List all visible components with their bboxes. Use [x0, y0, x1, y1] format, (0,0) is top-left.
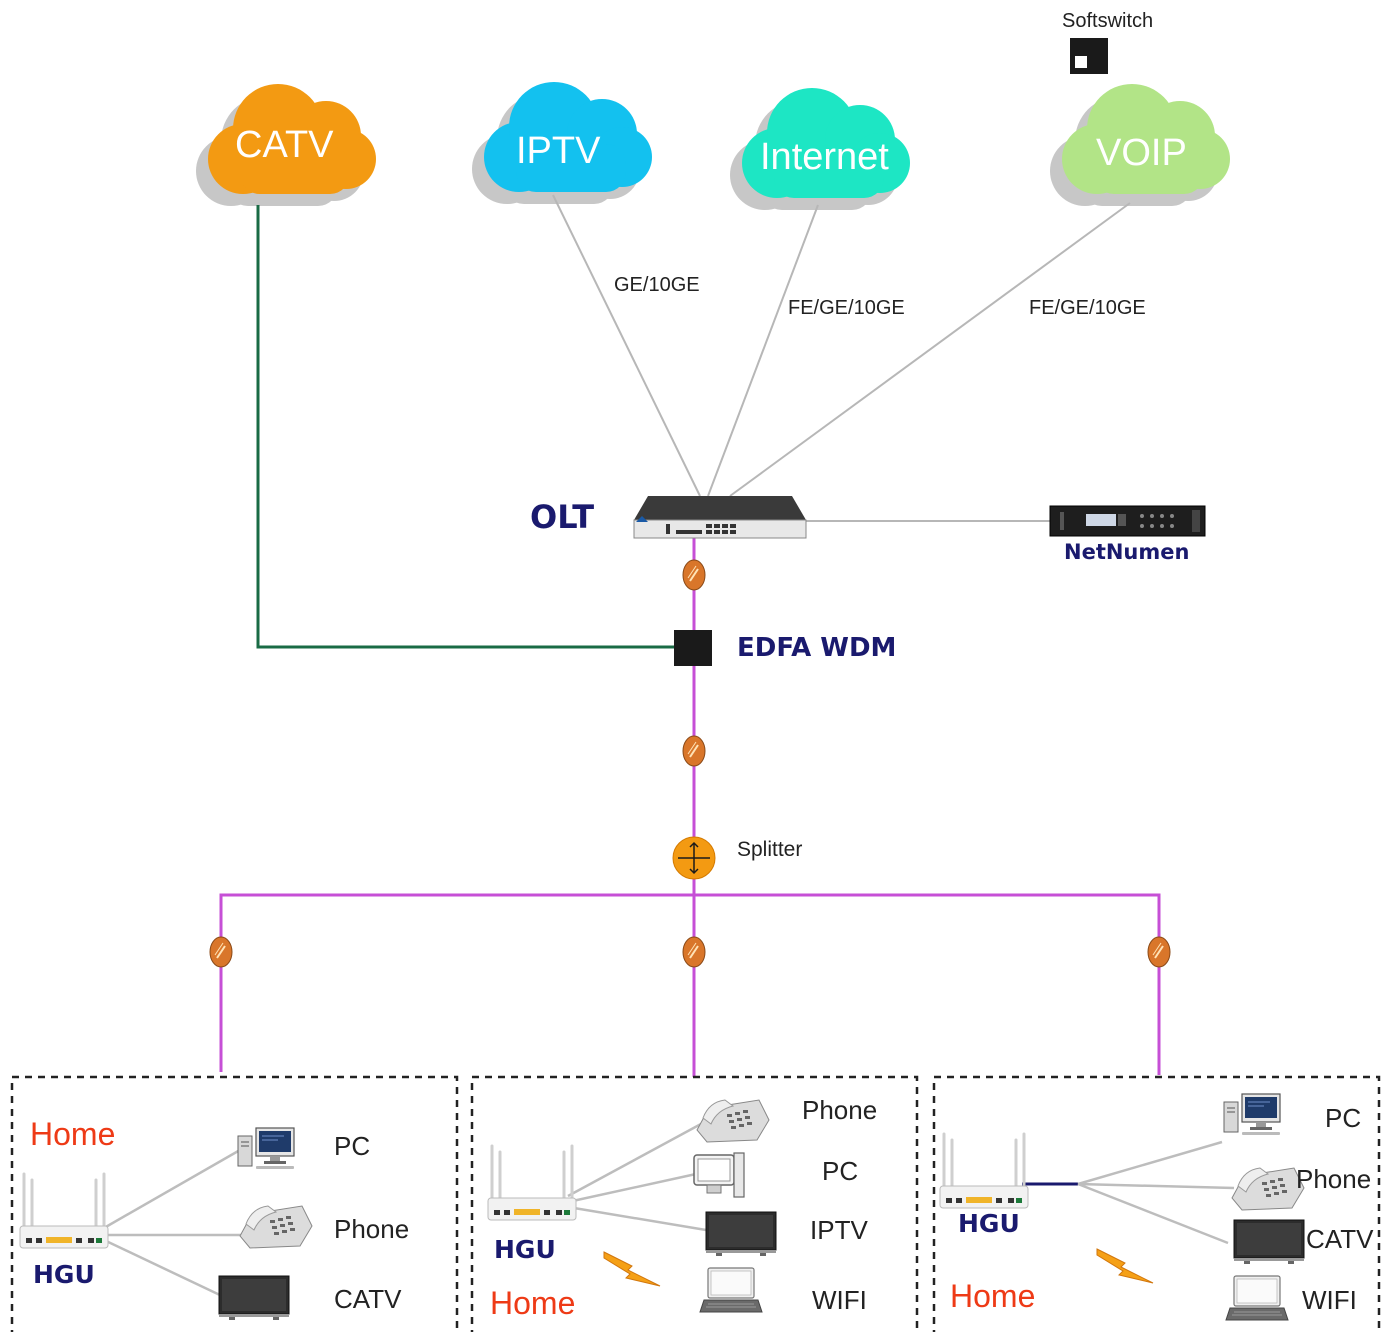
fiber-connector-icon — [682, 559, 706, 591]
home-2-device-label: WIFI — [812, 1285, 867, 1315]
voip-link-label: FE/GE/10GE — [1029, 297, 1146, 319]
hgu-router-icon — [18, 1172, 110, 1250]
laptop-icon — [1225, 1275, 1289, 1321]
desktop-pc-icon — [237, 1127, 295, 1170]
internet-link-label: FE/GE/10GE — [788, 297, 905, 319]
desktop-pc-icon — [1223, 1093, 1281, 1136]
iptv-cloud-label: IPTV — [516, 130, 601, 172]
monitor-pc-icon — [693, 1152, 745, 1198]
olt-device — [633, 496, 807, 539]
home-3-hgu-label: HGU — [958, 1209, 1020, 1238]
internet-link — [707, 204, 819, 497]
internet-cloud-label: Internet — [760, 136, 889, 178]
voip-cloud-label: VOIP — [1096, 132, 1187, 174]
desk-phone-icon — [696, 1099, 770, 1143]
softswitch-label: Softswitch — [1062, 10, 1154, 32]
home-1-box — [10, 1075, 459, 1332]
home-3-device-label: CATV — [1306, 1224, 1374, 1254]
netnumen-device — [1049, 505, 1206, 537]
tv-icon — [218, 1275, 290, 1321]
home-2-device-label: IPTV — [810, 1215, 868, 1245]
hgu-router-icon — [486, 1144, 578, 1222]
netnumen-label: NetNumen — [1064, 540, 1190, 564]
home-2-box — [470, 1075, 919, 1332]
home-3-box — [932, 1075, 1381, 1332]
fiber-connector-icon — [682, 936, 706, 968]
iptv-link — [552, 194, 701, 497]
desk-phone-icon — [239, 1205, 313, 1249]
iptv-link-label: GE/10GE — [614, 274, 700, 296]
home-1-device-label: Phone — [334, 1214, 410, 1244]
fiber-connector-icon — [209, 936, 233, 968]
home-3-device-label: PC — [1325, 1103, 1362, 1133]
hgu-router-icon — [938, 1132, 1030, 1210]
edfa-wdm-device — [674, 630, 712, 666]
laptop-icon — [699, 1267, 763, 1313]
desk-phone-icon — [1231, 1167, 1305, 1211]
home-2-hgu-label: HGU — [494, 1235, 556, 1264]
splitter-device — [672, 836, 716, 880]
catv-link — [256, 205, 676, 649]
softswitch-device — [1070, 38, 1108, 74]
home-3-title: Home — [950, 1278, 1036, 1314]
home-2-title: Home — [490, 1285, 576, 1321]
home-1-title: Home — [30, 1116, 116, 1152]
edfa-wdm-label: EDFA WDM — [737, 633, 897, 663]
wifi-lightning-icon — [603, 1251, 661, 1287]
tv-icon — [705, 1211, 777, 1257]
fiber-connector-icon — [1147, 936, 1171, 968]
olt-label: OLT — [530, 498, 595, 536]
home-1-device-label: PC — [334, 1131, 371, 1161]
home-1-device-label: CATV — [334, 1284, 402, 1314]
distribution-fiber — [219, 893, 1161, 1075]
voip-link — [729, 202, 1131, 497]
splitter-label: Splitter — [737, 838, 803, 861]
home-3-device-label: Phone — [1296, 1164, 1372, 1194]
wifi-lightning-icon — [1096, 1248, 1154, 1284]
home-2-device-label: Phone — [802, 1095, 878, 1125]
tv-icon — [1233, 1219, 1305, 1265]
home-2-device-label: PC — [822, 1156, 859, 1186]
catv-cloud-label: CATV — [235, 124, 334, 166]
fiber-connector-icon — [682, 735, 706, 767]
home-3-device-label: WIFI — [1302, 1285, 1357, 1315]
home-1-hgu-label: HGU — [33, 1260, 95, 1289]
